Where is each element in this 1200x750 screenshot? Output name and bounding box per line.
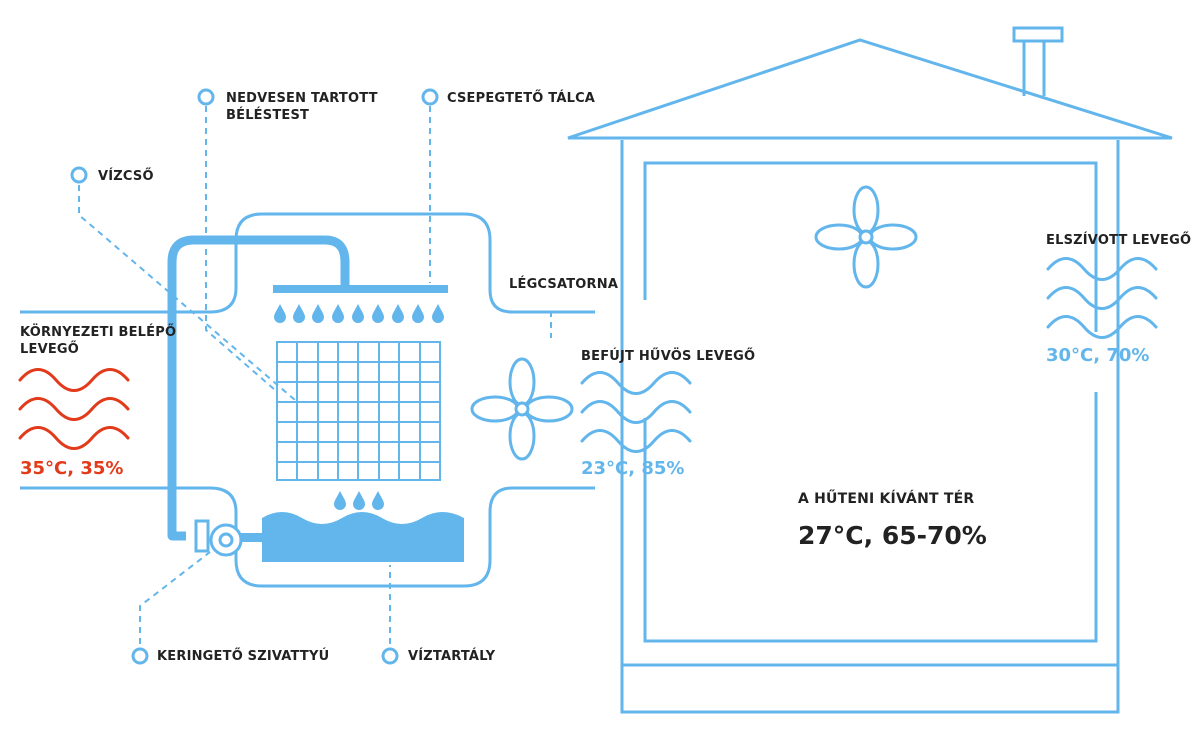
supply-air-label: BEFÚJT HŰVÖS LEVEGŐ xyxy=(581,349,756,364)
drip-tray xyxy=(273,285,448,293)
room-fan-icon xyxy=(814,185,918,289)
water-tank-label: VÍZTARTÁLY xyxy=(408,649,496,664)
drip-drops xyxy=(274,304,444,323)
exhaust-air-wave-icon xyxy=(1046,257,1158,339)
ambient-reading: 35°C, 35% xyxy=(20,458,124,479)
water-pipe-label: VÍZCSŐ xyxy=(98,169,154,184)
water-tank xyxy=(262,512,464,562)
label-dots xyxy=(70,88,439,665)
pump-label: KERINGETŐ SZIVATTYÚ xyxy=(157,649,330,664)
fan-icon xyxy=(470,357,574,461)
supply-reading: 23°C, 85% xyxy=(581,458,685,479)
cooler-housing xyxy=(20,212,595,588)
ambient-air-label: KÖRNYEZETI BELÉPŐ LEVEGŐ xyxy=(20,325,177,357)
leader-lines xyxy=(78,106,552,655)
pump-icon xyxy=(194,519,243,557)
cool-air-wave-icon xyxy=(580,371,692,453)
exhaust-air-label: ELSZÍVOTT LEVEGŐ xyxy=(1046,233,1192,248)
exhaust-reading: 30°C, 70% xyxy=(1046,345,1150,366)
wet-pad-label: NEDVESEN TARTOTT BÉLÉSTEST xyxy=(226,91,378,123)
air-duct-label: LÉGCSATORNA xyxy=(509,277,619,292)
pad-drops xyxy=(334,491,384,510)
house-outline xyxy=(567,26,1173,714)
heat-wave-icon xyxy=(18,368,130,450)
wet-pad-grid xyxy=(276,341,441,481)
room-reading: 27°C, 65-70% xyxy=(798,521,987,550)
water-pipe xyxy=(167,235,350,541)
room-label: A HŰTENI KÍVÁNT TÉR xyxy=(798,491,975,507)
drip-tray-label: CSEPEGTETŐ TÁLCA xyxy=(447,91,596,106)
pump-connector xyxy=(240,533,264,542)
